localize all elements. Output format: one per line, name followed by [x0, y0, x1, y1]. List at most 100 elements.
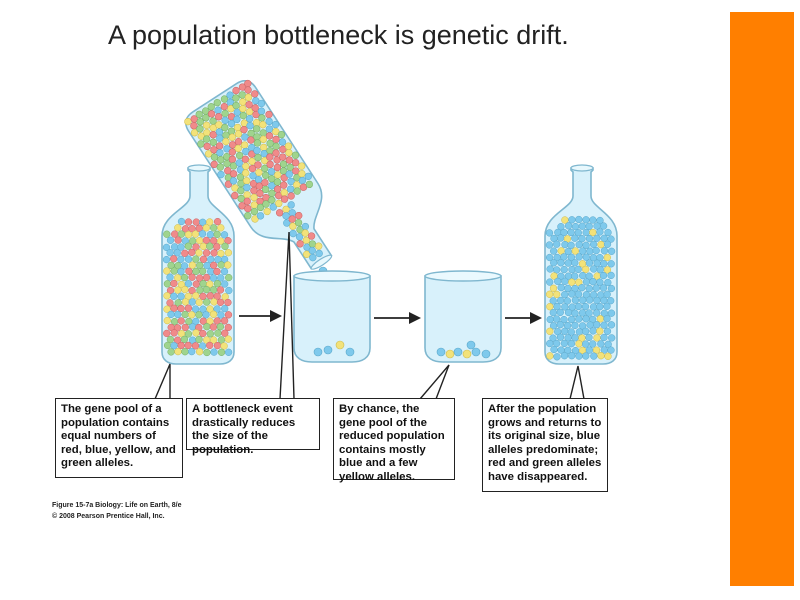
allele-ball	[579, 271, 587, 280]
allele-ball	[162, 243, 171, 252]
allele-ball	[184, 218, 193, 226]
allele-ball	[261, 179, 269, 187]
allele-ball	[557, 234, 565, 242]
allele-ball	[292, 167, 300, 175]
allele-ball	[209, 261, 218, 269]
allele-ball	[586, 296, 594, 304]
allele-ball	[272, 149, 280, 157]
reduced-population-beaker-2	[424, 270, 502, 363]
allele-ball	[596, 278, 604, 286]
allele-ball	[244, 79, 252, 88]
allele-ball	[568, 290, 576, 298]
allele-ball	[246, 122, 254, 130]
allele-ball	[243, 197, 251, 205]
allele-ball	[585, 309, 593, 317]
allele-ball	[224, 249, 233, 257]
allele-ball	[221, 109, 229, 118]
allele-ball	[167, 310, 175, 319]
allele-ball	[210, 298, 218, 306]
allele-ball	[177, 255, 185, 263]
allele-ball	[220, 103, 228, 111]
allele-ball	[582, 278, 591, 286]
allele-ball	[272, 127, 280, 136]
allele-ball	[166, 286, 175, 295]
allele-ball	[600, 234, 608, 242]
allele-ball	[191, 305, 200, 313]
allele-ball	[177, 317, 185, 325]
allele-ball	[545, 290, 554, 298]
allele-ball	[552, 339, 561, 348]
allele-ball	[568, 278, 576, 286]
allele-ball	[213, 280, 222, 288]
allele-ball	[228, 155, 237, 164]
allele-ball	[600, 321, 608, 329]
allele-ball	[163, 230, 171, 238]
allele-ball	[195, 348, 204, 356]
allele-ball	[206, 330, 214, 338]
allele-ball	[287, 201, 295, 209]
allele-ball	[603, 315, 611, 323]
allele-ball	[209, 286, 218, 294]
allele-ball	[286, 185, 295, 193]
allele-ball	[266, 153, 274, 161]
allele-ball	[190, 122, 198, 130]
allele-ball	[575, 215, 583, 224]
allele-ball	[213, 267, 221, 276]
allele-ball	[214, 329, 222, 337]
allele-ball	[268, 196, 276, 204]
allele-ball	[278, 138, 287, 146]
allele-ball	[561, 277, 569, 285]
allele-ball	[285, 149, 293, 157]
allele-ball	[166, 273, 174, 281]
allele-ball	[293, 187, 301, 195]
allele-ball	[217, 224, 225, 232]
allele-ball	[221, 280, 229, 288]
allele-ball	[184, 304, 193, 312]
allele-ball	[255, 168, 263, 177]
allele-ball	[592, 346, 601, 354]
allele-ball	[578, 334, 586, 342]
allele-ball	[585, 284, 593, 293]
allele-ball	[215, 121, 223, 129]
allele-ball	[266, 139, 274, 148]
allele-ball	[203, 129, 211, 137]
allele-ball	[254, 161, 262, 169]
allele-ball	[233, 123, 242, 132]
allele-ball	[199, 292, 207, 300]
allele-ball	[561, 290, 569, 299]
allele-ball	[262, 200, 270, 208]
allele-ball	[224, 237, 232, 245]
allele-ball	[184, 280, 193, 288]
allele-ball	[188, 261, 197, 269]
allele-ball	[250, 186, 258, 195]
caption-bottleneck-event: A bottleneck event drastically reduces t…	[186, 398, 320, 456]
allele-ball	[192, 267, 200, 276]
allele-ball	[258, 114, 266, 122]
allele-ball	[571, 321, 579, 330]
allele-ball	[166, 236, 175, 244]
allele-ball	[195, 110, 203, 119]
allele-ball	[272, 142, 280, 151]
allele-ball	[206, 218, 214, 226]
allele-ball	[585, 346, 594, 354]
allele-ball	[597, 352, 605, 360]
copyright-line: © 2008 Pearson Prentice Hall, Inc.	[52, 513, 165, 520]
allele-ball	[304, 172, 312, 181]
allele-ball	[209, 138, 217, 146]
allele-ball	[257, 99, 266, 108]
allele-ball	[554, 277, 562, 286]
allele-ball	[585, 259, 594, 267]
allele-ball	[180, 262, 189, 270]
allele-ball	[582, 241, 590, 249]
allele-ball	[226, 91, 234, 99]
allele-ball	[561, 216, 569, 224]
allele-ball	[224, 323, 232, 332]
allele-ball	[213, 243, 221, 251]
allele-ball	[177, 292, 185, 300]
allele-ball	[209, 310, 218, 318]
allele-ball	[196, 261, 204, 269]
allele-ball	[207, 110, 216, 118]
allele-ball	[231, 191, 239, 200]
allele-ball	[177, 304, 185, 313]
allele-ball	[180, 335, 189, 344]
